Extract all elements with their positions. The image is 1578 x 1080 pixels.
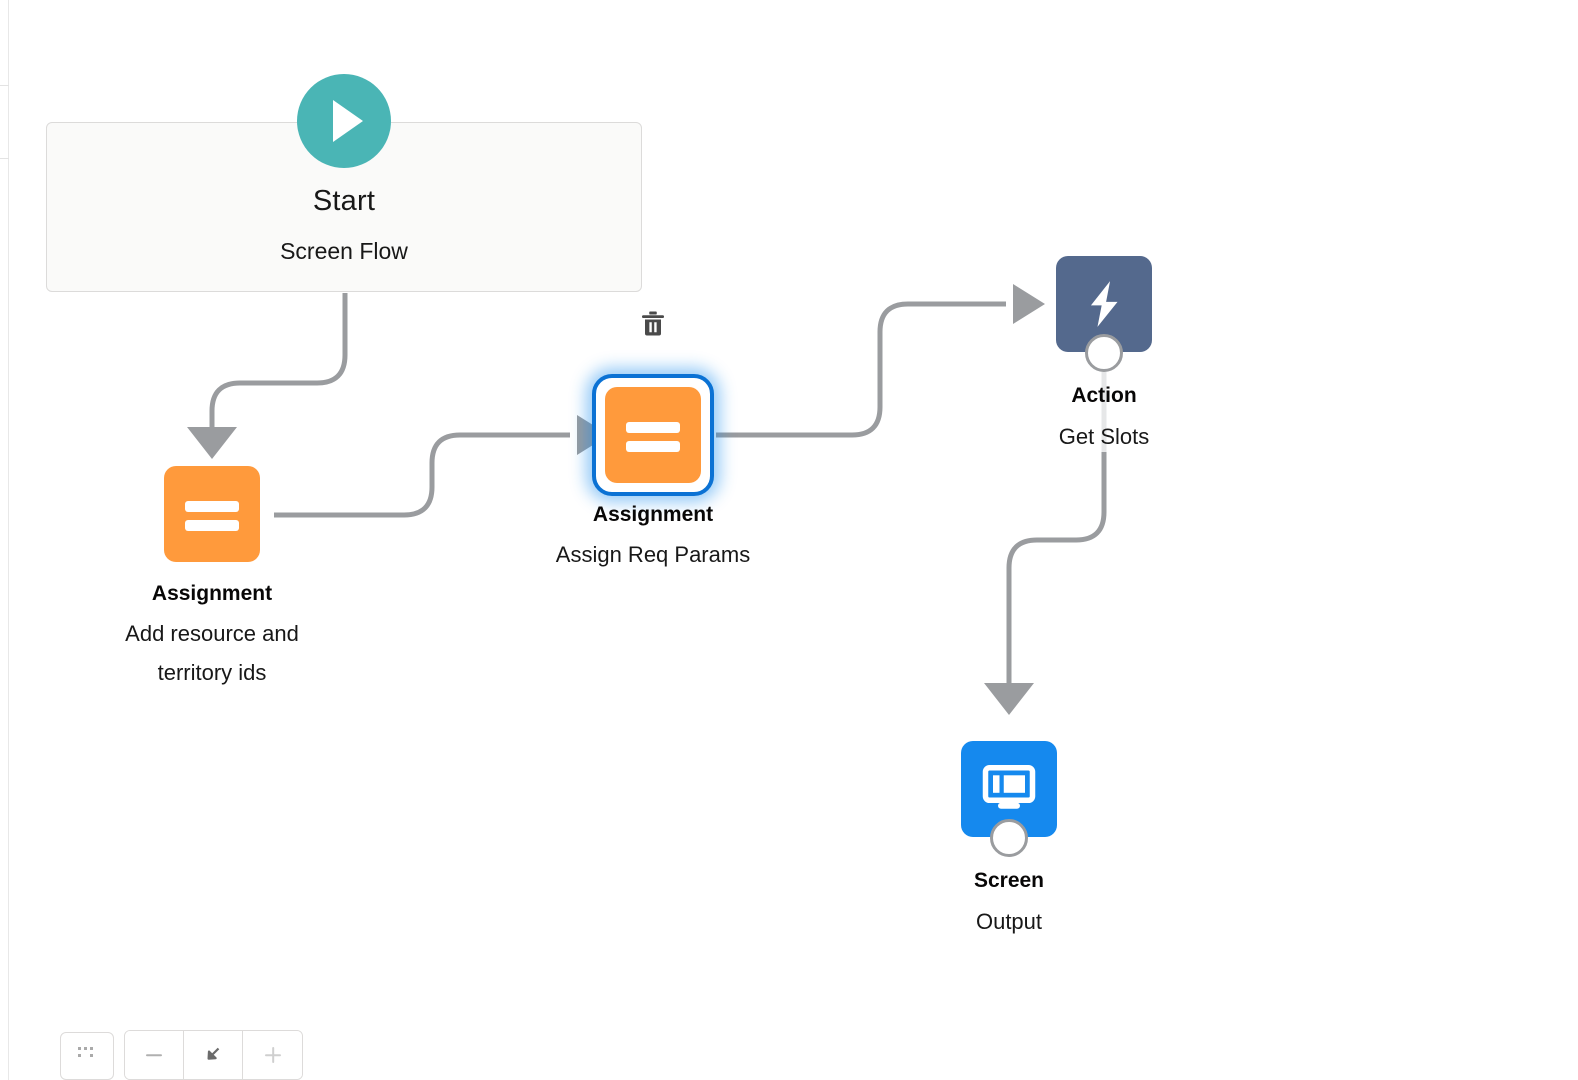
start-subtitle: Screen Flow bbox=[280, 238, 408, 264]
arrowhead-screen bbox=[984, 683, 1034, 715]
canvas-zoom-toolbar[interactable] bbox=[60, 1030, 303, 1080]
equals-bar-bottom bbox=[185, 520, 239, 531]
node-type-label: Assignment bbox=[592, 503, 714, 526]
flow-node-assignment-add-resource[interactable]: Assignment Add resource and territory id… bbox=[125, 466, 299, 685]
connector-action-to-screen bbox=[1006, 452, 1107, 688]
node-type-label: Action bbox=[1071, 384, 1137, 407]
arrow-down-left-icon bbox=[207, 1047, 220, 1060]
node-name-label: Add resource and territory ids bbox=[125, 621, 299, 685]
node-type-label: Assignment bbox=[151, 582, 273, 605]
zoom-button-group[interactable] bbox=[124, 1030, 303, 1080]
equals-bar-bottom bbox=[626, 441, 680, 452]
arrowhead-assignment1 bbox=[187, 427, 237, 459]
plus-icon bbox=[264, 1047, 281, 1063]
node-name-label: Output bbox=[975, 909, 1043, 934]
play-icon[interactable] bbox=[297, 74, 391, 168]
flow-node-action-get-slots[interactable]: Action Get Slots bbox=[1056, 256, 1152, 449]
connector-start-to-assignment1 bbox=[209, 293, 348, 432]
zoom-in-button[interactable] bbox=[243, 1031, 302, 1079]
play-triangle bbox=[333, 100, 363, 142]
connector-assignment2-to-action bbox=[716, 301, 1006, 438]
zoom-out-button[interactable] bbox=[125, 1031, 184, 1079]
trash-icon[interactable] bbox=[638, 309, 668, 339]
minus-icon bbox=[146, 1054, 162, 1057]
node-bottom-connector[interactable] bbox=[1085, 334, 1123, 372]
node-bottom-connector[interactable] bbox=[990, 819, 1028, 857]
node-type-label: Screen bbox=[973, 869, 1045, 892]
zoom-to-fit-button[interactable] bbox=[184, 1031, 243, 1079]
start-title: Start bbox=[312, 185, 376, 217]
panel-divider-top bbox=[0, 85, 9, 86]
node-name-label: Assign Req Params bbox=[555, 542, 751, 567]
equals-icon[interactable] bbox=[605, 387, 701, 483]
left-panel-edge bbox=[8, 0, 9, 1080]
flow-node-assignment-assign-req-params[interactable]: Assignment Assign Req Params bbox=[556, 311, 750, 567]
equals-icon[interactable] bbox=[164, 466, 260, 562]
flow-node-screen-output[interactable]: Screen Output bbox=[961, 741, 1057, 934]
node-name-label: Get Slots bbox=[1058, 424, 1150, 449]
marquee-select-icon bbox=[78, 1047, 93, 1057]
arrowhead-action bbox=[1013, 284, 1045, 324]
select-mode-button[interactable] bbox=[60, 1032, 114, 1080]
equals-bar-top bbox=[185, 501, 239, 512]
equals-bar-top bbox=[626, 422, 680, 433]
panel-divider-bottom bbox=[0, 158, 9, 159]
